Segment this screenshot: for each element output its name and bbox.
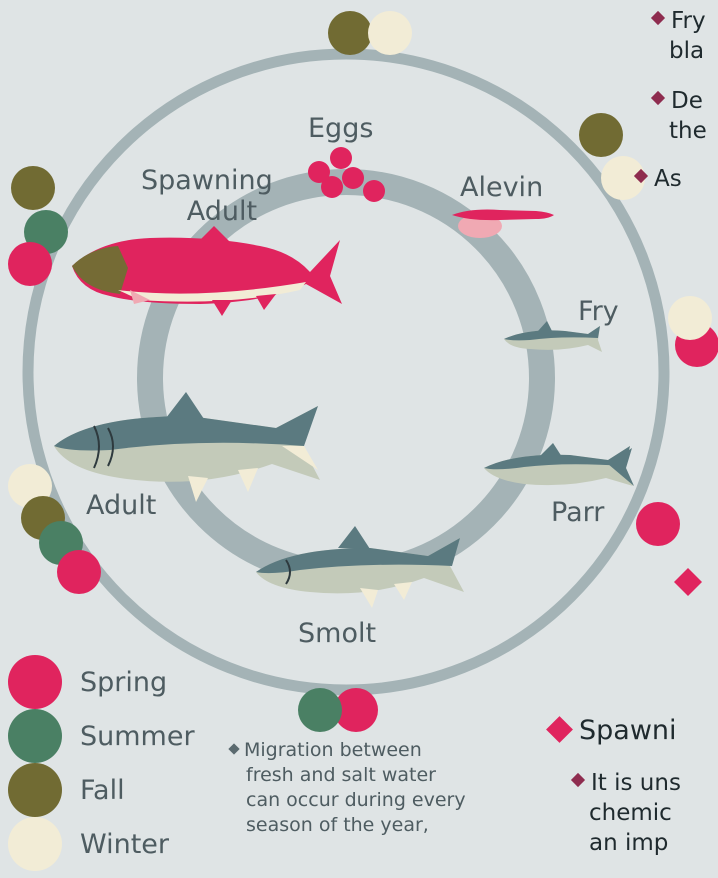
label-spawning-line1: Spawning <box>141 165 273 196</box>
spawning-adult-illustration <box>72 226 342 316</box>
adult-dorsal-fin <box>166 392 204 419</box>
right-bullet-2-line1: De <box>671 88 703 114</box>
bullet-diamond-icon <box>228 743 239 754</box>
right-bullet-2: De the <box>653 86 707 146</box>
egg <box>363 180 385 202</box>
smolt-illustration <box>256 526 464 608</box>
season-dot-spring <box>636 502 680 546</box>
legend-label-fall: Fall <box>80 775 125 806</box>
right-bullet-1-line1: Fry <box>671 8 706 34</box>
season-dot-winter <box>368 11 412 55</box>
spawning-bullet-line1: It is uns <box>591 770 681 796</box>
season-dot-fall <box>11 166 55 210</box>
legend-spring: Spring <box>8 655 167 709</box>
right-bullet-2-line2: the <box>653 116 707 146</box>
right-bullet-3: As <box>636 164 682 194</box>
legend-fall: Fall <box>8 763 125 817</box>
spawning-bullet-line3: an imp <box>573 828 681 858</box>
migration-line1: Migration between <box>244 739 422 761</box>
label-adult: Adult <box>86 490 156 521</box>
smolt-dorsal-fin <box>338 526 370 549</box>
alevin-illustration <box>452 210 554 238</box>
label-parr: Parr <box>551 497 604 528</box>
season-dot-summer <box>298 688 342 732</box>
right-bullet-3-line1: As <box>654 166 682 192</box>
migration-note: Migration between fresh and salt water c… <box>230 738 466 838</box>
label-fry: Fry <box>578 296 619 327</box>
legend-dot-summer <box>8 709 62 763</box>
spawning-heading-text: Spawni <box>579 715 677 746</box>
egg <box>321 176 343 198</box>
spawning-bullet-1: It is uns chemic an imp <box>573 768 681 858</box>
legend-summer: Summer <box>8 709 195 763</box>
label-smolt: Smolt <box>298 618 376 649</box>
heading-diamond-icon <box>546 716 573 743</box>
legend-winter: Winter <box>8 817 169 871</box>
spawning-head <box>72 246 128 294</box>
season-dot-winter <box>668 296 712 340</box>
label-spawning-line2: Adult <box>171 196 273 227</box>
label-spawning-adult: Spawning Adult <box>141 165 273 227</box>
bullet-diamond-icon <box>651 90 665 104</box>
season-dot-fall <box>579 113 623 157</box>
label-alevin: Alevin <box>460 172 543 203</box>
spawning-bullet-line2: chemic <box>573 798 681 828</box>
smolt-anal-fin <box>394 582 412 600</box>
legend-dot-fall <box>8 763 62 817</box>
spawning-heading: Spawni <box>550 715 677 746</box>
migration-line4: season of the year, <box>230 813 466 838</box>
legend-dot-winter <box>8 817 62 871</box>
smolt-pelvic-fin <box>360 588 378 608</box>
right-bullet-1-line2: bla <box>653 36 706 66</box>
bullet-diamond-icon <box>634 168 648 182</box>
parr-illustration <box>484 443 634 486</box>
bullet-diamond-icon <box>651 10 665 24</box>
migration-line2: fresh and salt water <box>230 763 466 788</box>
spawning-anal-fin <box>256 294 276 310</box>
spawning-pelvic-fin <box>212 300 232 316</box>
season-dot-fall <box>328 11 372 55</box>
legend-label-winter: Winter <box>80 829 169 860</box>
legend-dot-spring <box>8 655 62 709</box>
egg <box>330 147 352 169</box>
season-dot-spring <box>8 242 52 286</box>
spawning-heading-diamond <box>674 568 702 596</box>
bullet-diamond-icon <box>571 772 585 786</box>
migration-line3: can occur during every <box>230 788 466 813</box>
season-dot-spring <box>57 550 101 594</box>
egg <box>342 167 364 189</box>
label-eggs: Eggs <box>308 113 373 144</box>
legend-label-spring: Spring <box>80 667 167 698</box>
adult-anal-fin <box>238 468 258 492</box>
right-bullet-1: Fry bla <box>653 6 706 66</box>
legend-label-summer: Summer <box>80 721 195 752</box>
